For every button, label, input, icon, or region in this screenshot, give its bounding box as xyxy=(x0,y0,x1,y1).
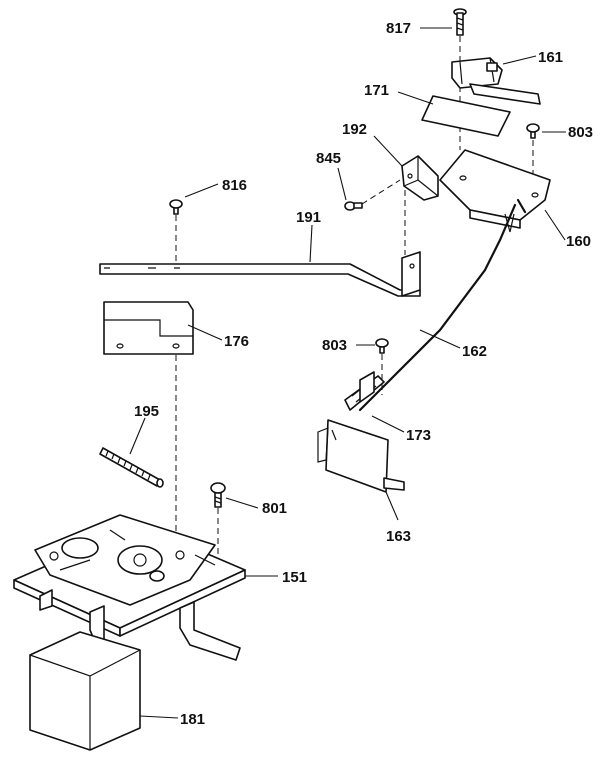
label-160: 160 xyxy=(566,233,591,250)
label-195: 195 xyxy=(134,403,159,420)
label-816: 816 xyxy=(222,177,247,194)
bracket-191 xyxy=(99,251,421,297)
label-181: 181 xyxy=(180,711,205,728)
plate-163 xyxy=(317,419,405,493)
screw-801 xyxy=(210,482,226,508)
label-163: 163 xyxy=(386,528,411,545)
screw-845 xyxy=(344,201,363,211)
label-191: 191 xyxy=(296,209,321,226)
label-162: 162 xyxy=(462,343,487,360)
label-803-upper: 803 xyxy=(568,124,593,141)
rod-162 xyxy=(358,203,517,412)
bracket-192 xyxy=(401,155,439,201)
actuator-173 xyxy=(344,371,385,411)
label-801: 801 xyxy=(262,500,287,517)
rod-162-hook xyxy=(516,198,527,214)
label-173: 173 xyxy=(406,427,431,444)
label-171: 171 xyxy=(364,82,389,99)
label-151: 151 xyxy=(282,569,307,586)
label-817: 817 xyxy=(386,20,411,37)
leader-lines xyxy=(129,27,566,719)
screw-803-upper xyxy=(526,123,540,139)
label-845: 845 xyxy=(316,150,341,167)
screw-803-middle xyxy=(375,338,389,354)
plate-176 xyxy=(103,301,194,355)
screw-817 xyxy=(453,8,467,36)
label-176: 176 xyxy=(224,333,249,350)
label-192: 192 xyxy=(342,121,367,138)
switch-161 xyxy=(451,57,541,105)
screw-816 xyxy=(169,199,183,215)
base-assembly-151 xyxy=(13,514,246,661)
spring-195 xyxy=(99,447,164,488)
label-803-middle: 803 xyxy=(322,337,347,354)
box-181 xyxy=(29,631,141,751)
insulator-plate-171 xyxy=(421,95,511,137)
label-161: 161 xyxy=(538,49,563,66)
